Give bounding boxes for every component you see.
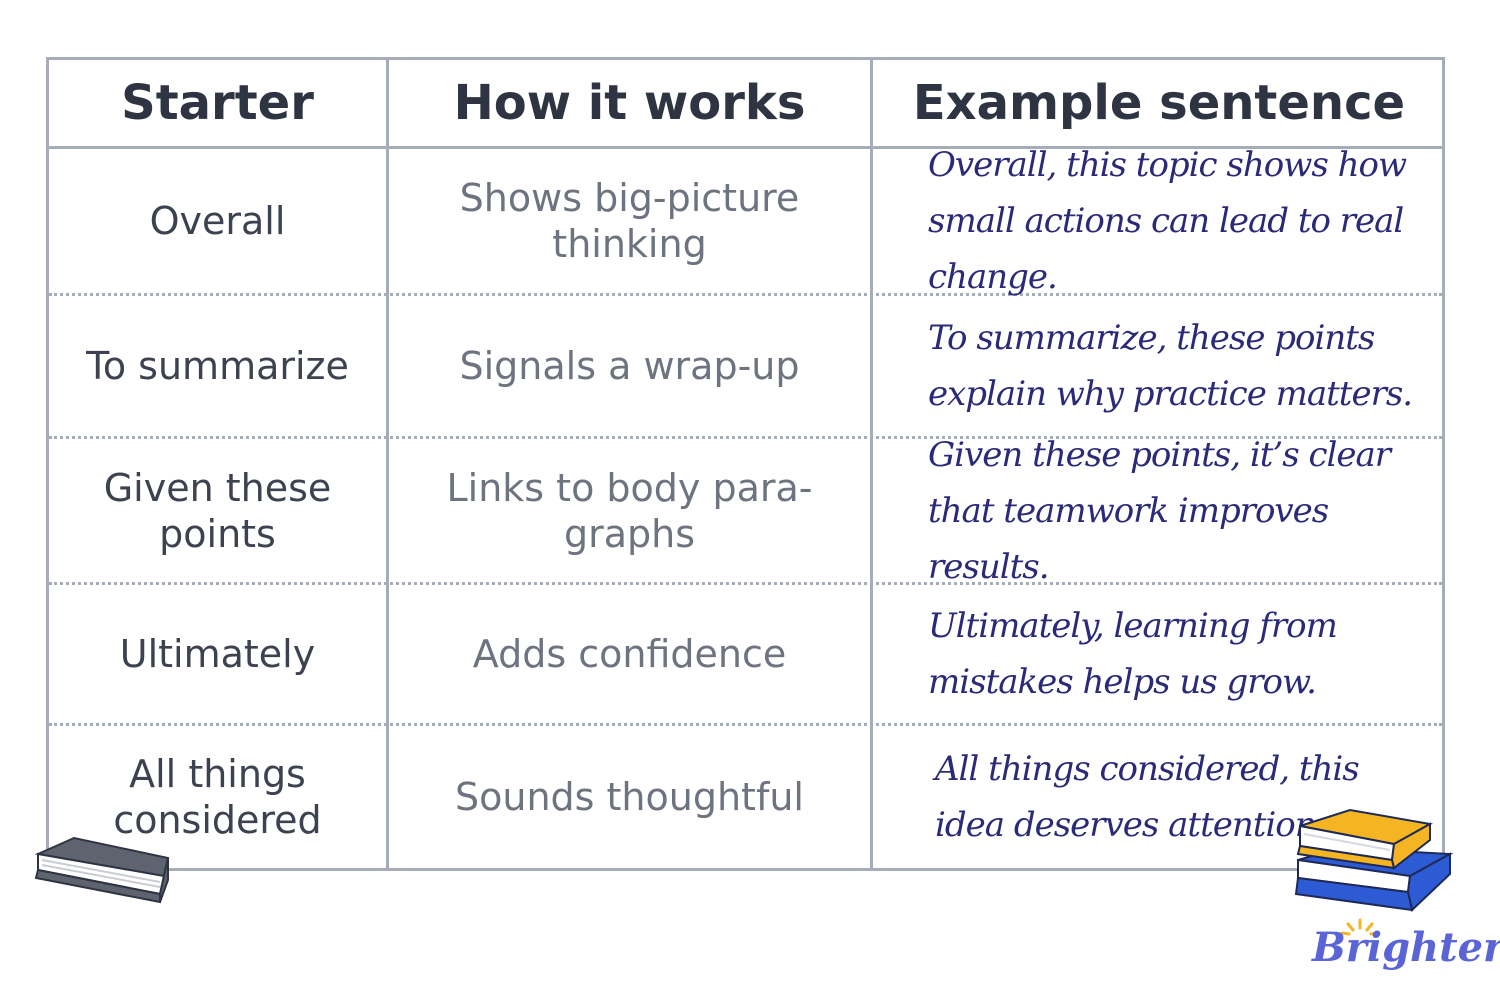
- row-divider: [49, 293, 1442, 296]
- brand-logo: Brighterly: [1312, 924, 1500, 971]
- starter-cell: Overall: [149, 199, 286, 243]
- example-cell: Ultimately, learning from mistakes helps…: [928, 606, 1338, 702]
- how-cell: Links to body para-graphs: [446, 465, 813, 556]
- column-divider: [386, 60, 389, 868]
- row-divider: [49, 723, 1442, 726]
- conclusion-starters-table: Starter How it works Example sentence Ov…: [46, 57, 1445, 871]
- header-example-sentence: Example sentence: [912, 75, 1406, 131]
- header-divider: [49, 146, 1442, 149]
- how-cell: Signals a wrap-up: [459, 344, 800, 388]
- gray-book-icon: [34, 836, 170, 904]
- stacked-books-icon: [1294, 808, 1454, 912]
- column-divider: [870, 60, 873, 868]
- how-cell: Shows big-picture thinking: [459, 176, 800, 266]
- starter-cell: All things considered: [113, 752, 322, 842]
- sun-rays-icon: [1340, 918, 1380, 936]
- how-cell: Sounds thoughtful: [455, 775, 804, 819]
- row-divider: [49, 436, 1442, 439]
- row-divider: [49, 582, 1442, 585]
- example-cell: All things considered, this idea deserve…: [935, 749, 1360, 845]
- header-how-it-works: How it works: [453, 75, 806, 131]
- example-cell: Given these points, it’s clear that team…: [928, 434, 1391, 587]
- starter-cell: Ultimately: [119, 632, 316, 676]
- how-cell: Adds confidence: [472, 632, 787, 676]
- example-cell: Overall, this topic shows how small acti…: [928, 145, 1407, 297]
- header-starter: Starter: [121, 75, 314, 131]
- starter-cell: To summarize: [86, 344, 349, 388]
- starter-cell: Given these points: [103, 465, 332, 556]
- example-cell: To summarize, these points explain why p…: [928, 318, 1413, 414]
